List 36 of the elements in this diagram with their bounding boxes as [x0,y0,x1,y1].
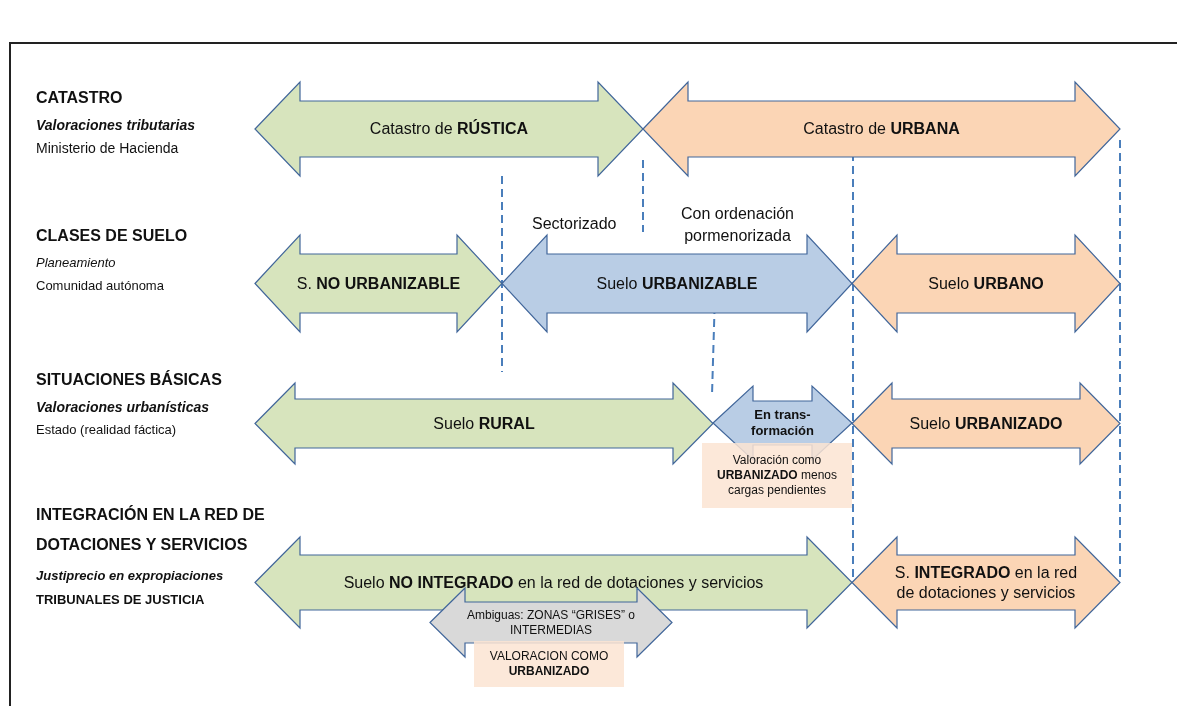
range-band [852,235,1120,332]
text-label: Planeamiento [36,254,117,272]
node-text: En trans- formación [750,406,815,440]
text-label: INTEGRACIÓN EN LA RED DE DOTACIONES Y SERVICIOS [36,504,266,555]
node-text: Catastro de RÚSTICA [369,119,529,139]
note-box [702,443,852,508]
text-label: Ministerio de Hacienda [36,139,180,158]
text-label: Con ordenación pormenorizada [680,204,795,246]
range-band [255,383,713,464]
text-label: CLASES DE SUELO [36,226,189,246]
node-text: Suelo URBANIZADO [909,413,1063,434]
node-text: Suelo URBANO [928,273,1044,294]
range-band [643,82,1120,176]
text-label: Valoraciones tributarias [36,116,196,135]
text-label: Valoraciones urbanísticas [36,398,210,417]
node-text: VALORACION COMO URBANIZADO [488,649,610,679]
text-label: Comunidad autónoma [36,277,165,295]
text-label: CATASTRO [36,88,124,108]
range-band [255,235,502,332]
text-label: Estado (realidad fáctica) [36,421,178,439]
text-label: SITUACIONES BÁSICAS [36,369,223,390]
note-box [474,641,624,687]
node-text: Suelo URBANIZABLE [596,273,758,294]
range-band [255,82,643,176]
range-band [852,383,1120,464]
node-text: Suelo RURAL [433,413,535,434]
text-label: Justiprecio en expropiaciones [36,567,225,585]
node-text: Suelo NO INTEGRADO en la red de dotaciones y servicios [343,572,764,593]
node-text: Catastro de URBANA [803,119,960,139]
text-label: Sectorizado [532,214,618,234]
range-band [852,537,1120,628]
node-text: S. INTEGRADO en la red de dotaciones y servicios [893,562,1079,603]
node-text: Ambiguas: ZONAS “GRISES” o INTERMEDIAS [465,607,636,638]
node-text: S. NO URBANIZABLE [296,273,461,294]
text-label: TRIBUNALES DE JUSTICIA [36,591,206,609]
node-text: Valoración como URBANIZADO menos cargas pendientes [716,453,838,498]
